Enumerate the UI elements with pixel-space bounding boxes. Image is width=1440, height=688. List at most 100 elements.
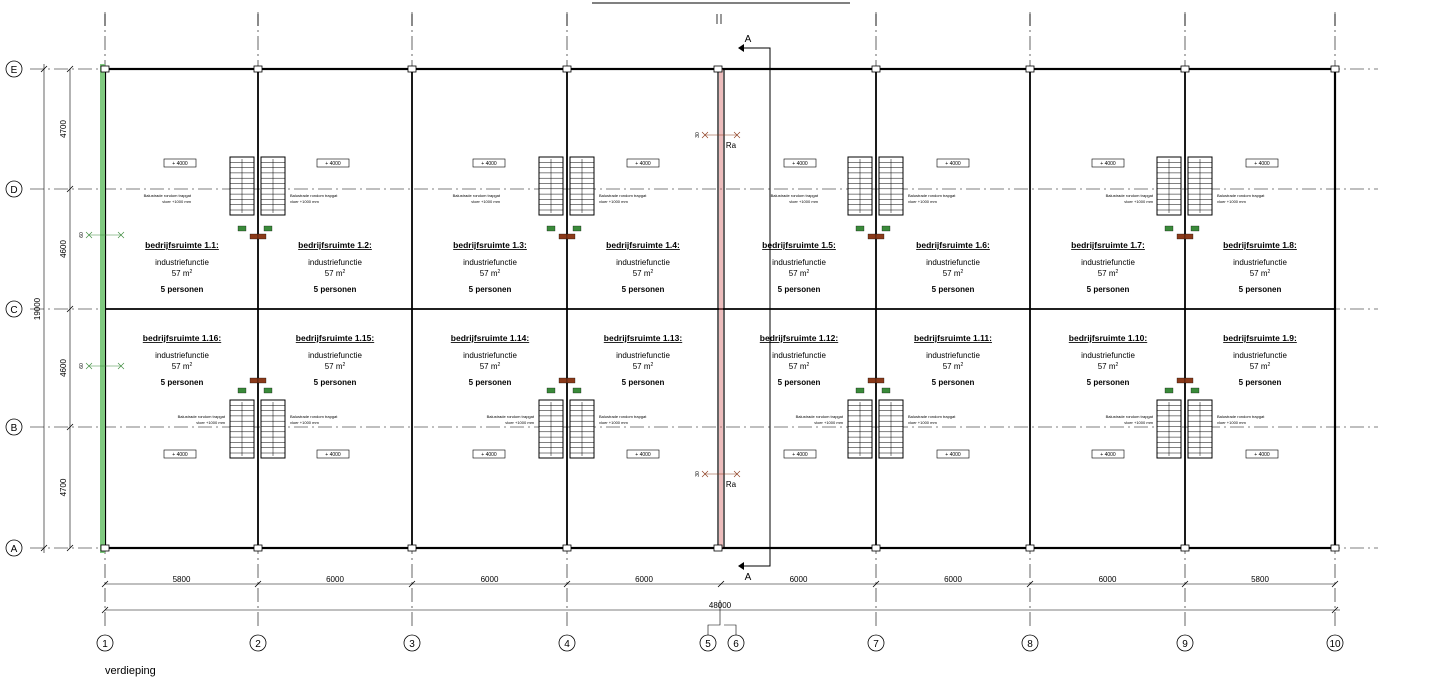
stair xyxy=(1187,399,1213,459)
room-persons: 5 personen xyxy=(161,378,204,387)
detector-tag xyxy=(566,377,576,384)
room-function: industriefunctie xyxy=(1081,258,1135,267)
column xyxy=(407,544,417,552)
grid-bubble-label: 8 xyxy=(1027,639,1033,650)
stair xyxy=(569,156,595,216)
stair xyxy=(847,399,873,459)
dim-text-vertical: 4700 xyxy=(59,120,68,138)
grid-bubble-label: 6 xyxy=(733,639,739,650)
fire-wall-hatch xyxy=(719,69,723,548)
detector-tag xyxy=(1176,233,1186,240)
room-title: bedrijfsruimte 1.5: xyxy=(762,240,836,250)
room-area: 57 m2 xyxy=(943,362,964,371)
grid-bubble-label: C xyxy=(10,305,17,316)
grid-bubble-col: 10 xyxy=(1326,634,1344,652)
section-label-top: A xyxy=(745,34,752,45)
column xyxy=(562,544,572,552)
balustrade-line2: vloer +1000 mm xyxy=(505,420,534,425)
grid-bubble-label: E xyxy=(11,65,18,76)
column xyxy=(713,544,723,552)
grid-bubble-label: A xyxy=(11,544,18,555)
room-title: bedrijfsruimte 1.8: xyxy=(1223,240,1297,250)
balustrade-line2: vloer +1000 mm xyxy=(599,199,628,204)
room-function: industriefunctie xyxy=(1233,258,1287,267)
level-tag-text: + 4000 xyxy=(635,452,651,458)
room-area: 57 m2 xyxy=(1098,362,1119,371)
room-area: 57 m2 xyxy=(325,269,346,278)
room-persons: 5 personen xyxy=(161,285,204,294)
level-tag-text: + 4000 xyxy=(325,452,341,458)
balustrade-line1: Balustrade rondom trapgat xyxy=(487,414,535,419)
detector-tag xyxy=(558,233,568,240)
level-tag-text: + 4000 xyxy=(945,161,961,167)
level-tag-text: + 4000 xyxy=(172,161,188,167)
annotations: + 4000 + 4000 + 4000 + 4000 + 4000 + 4000 + 40… xyxy=(79,34,1279,583)
detector-tag xyxy=(1176,377,1186,384)
room-title: bedrijfsruimte 1.9: xyxy=(1223,333,1297,343)
balustrade-line2: vloer +1000 mm xyxy=(290,420,319,425)
dim-text: 6000 xyxy=(790,575,808,584)
detector-tag xyxy=(1164,387,1174,394)
balustrade-line1: Balustrade rondom trapgat xyxy=(908,414,956,419)
room-title: bedrijfsruimte 1.6: xyxy=(916,240,990,250)
dim-text-vertical: 4700 xyxy=(59,478,68,496)
level-tag-text: + 4000 xyxy=(792,161,808,167)
dim-text: 5800 xyxy=(173,575,191,584)
stair xyxy=(260,399,286,459)
level-tag: + 4000 xyxy=(783,449,817,459)
dim-text: 6000 xyxy=(1099,575,1117,584)
stair xyxy=(260,156,286,216)
stairs xyxy=(229,156,1213,459)
stair xyxy=(569,399,595,459)
dim-text: 5800 xyxy=(1251,575,1269,584)
level-tag-text: + 4000 xyxy=(792,452,808,458)
room-function: industriefunctie xyxy=(463,351,517,360)
section-label-bottom: A xyxy=(745,572,752,583)
fire-value: 30 xyxy=(695,471,701,477)
room-persons: 5 personen xyxy=(1087,378,1130,387)
room-function: industriefunctie xyxy=(155,258,209,267)
detector-tag xyxy=(875,233,885,240)
detector-tag xyxy=(1164,225,1174,232)
level-tag: + 4000 xyxy=(316,449,350,459)
balustrade-line2: vloer +1000 mm xyxy=(471,199,500,204)
grid-bubble-label: 5 xyxy=(705,639,711,650)
room-persons: 5 personen xyxy=(314,285,357,294)
level-tag: + 4000 xyxy=(936,449,970,459)
grid-bubble-label: 7 xyxy=(873,639,879,650)
room: bedrijfsruimte 1.8: industriefunctie 57 m2… xyxy=(1223,240,1297,294)
dim-total-vertical: 19000 xyxy=(33,297,42,320)
balustrade-line2: vloer +1000 mm xyxy=(290,199,319,204)
stair xyxy=(1156,156,1182,216)
balustrade-line1: Balustrade rondom trapgat xyxy=(453,193,501,198)
balustrade-line1: Balustrade rondom trapgat xyxy=(178,414,226,419)
detector-tag xyxy=(881,225,891,232)
balustrade-line2: vloer +1000 mm xyxy=(1217,420,1246,425)
stair xyxy=(1156,399,1182,459)
room-area: 57 m2 xyxy=(943,269,964,278)
column xyxy=(1330,65,1340,73)
level-tag: + 4000 xyxy=(783,158,817,168)
balustrade-line2: vloer +1000 mm xyxy=(196,420,225,425)
column xyxy=(253,65,263,73)
room-persons: 5 personen xyxy=(778,285,821,294)
dim-text: 6000 xyxy=(326,575,344,584)
level-tag-text: + 4000 xyxy=(1254,452,1270,458)
column xyxy=(1180,65,1190,73)
room-area: 57 m2 xyxy=(1250,269,1271,278)
